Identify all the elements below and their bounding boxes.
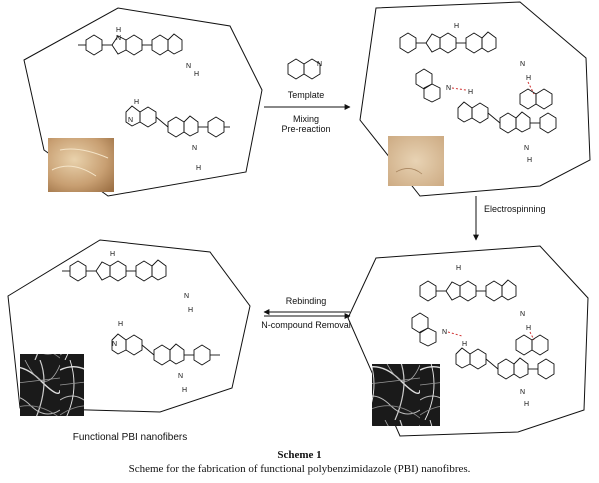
atom-h: H (118, 321, 123, 328)
caption-text: Scheme for the fabrication of functional… (128, 463, 471, 475)
nanofiber-sem-image (20, 354, 84, 416)
quinoline-bound (411, 312, 437, 347)
panel-template-film: H N H N H N H (359, 1, 591, 197)
atom-h: H (468, 89, 473, 96)
atom-n: N (520, 389, 525, 396)
hydrogen-bond (529, 331, 535, 341)
step-template-mixing: N Template Mixing Pre-reaction (264, 58, 351, 134)
pbi-chain-upper (62, 259, 167, 282)
atom-h: H (116, 27, 121, 34)
atom-n: N (442, 329, 447, 336)
pbi-chain-lower (125, 105, 230, 138)
atom-h: H (196, 165, 201, 172)
atom-h: H (456, 265, 461, 272)
atom-h: H (527, 157, 532, 164)
atom-n: N (112, 341, 117, 348)
atom-h: H (134, 99, 139, 106)
step-electrospinning: Electrospinning (473, 196, 546, 241)
panel-template-nanofibers: H N H N H N H (347, 245, 589, 437)
pbi-chain-lower (457, 101, 557, 134)
atom-h: H (526, 75, 531, 82)
pbi-chain-upper (78, 33, 183, 56)
atom-n: N (116, 35, 121, 42)
pbi-chain-upper (419, 279, 517, 302)
atom-h: H (526, 325, 531, 332)
atom-n: N (317, 61, 322, 68)
pbi-chain-lower (111, 333, 220, 366)
quinoline-structure-icon (287, 58, 321, 80)
panel-functional-nanofibers: H N H H N N H Functional PBI nanofibers (7, 239, 251, 443)
atom-n: N (520, 61, 525, 68)
pbi-film-photo (48, 138, 114, 192)
atom-n: N (520, 311, 525, 318)
nanofiber-sem-image (372, 364, 440, 426)
quinoline-bound (519, 88, 553, 110)
hydrogen-bond (451, 87, 467, 91)
atom-h: H (110, 251, 115, 258)
caption-title: Scheme 1 (277, 449, 322, 461)
rebinding-label: Rebinding (286, 296, 327, 306)
atom-h: H (454, 23, 459, 30)
quinoline-bound (515, 334, 549, 356)
panel-pbi-film: H N N H H N N H (23, 7, 263, 197)
step-rebinding-removal: Rebinding N-compound Removal (261, 296, 351, 330)
hydrogen-bond (447, 331, 463, 337)
atom-n: N (186, 63, 191, 70)
mixing-label: Mixing (293, 114, 319, 124)
removal-label: N-compound Removal (261, 320, 351, 330)
prereaction-label: Pre-reaction (281, 124, 330, 134)
template-film-photo (388, 136, 444, 186)
atom-n: N (524, 145, 529, 152)
atom-h: H (194, 71, 199, 78)
atom-n: N (128, 117, 133, 124)
result-label: Functional PBI nanofibers (73, 432, 188, 443)
atom-n: N (178, 373, 183, 380)
quinoline-bound (415, 68, 441, 103)
template-label: Template (288, 90, 325, 100)
pbi-chain-upper (399, 31, 497, 54)
atom-h: H (524, 401, 529, 408)
atom-n: N (446, 85, 451, 92)
atom-n: N (192, 145, 197, 152)
atom-h: H (182, 387, 187, 394)
electrospinning-label: Electrospinning (484, 204, 546, 214)
atom-h: H (188, 307, 193, 314)
pbi-chain-lower (455, 347, 555, 380)
atom-n: N (184, 293, 189, 300)
atom-h: H (462, 341, 467, 348)
